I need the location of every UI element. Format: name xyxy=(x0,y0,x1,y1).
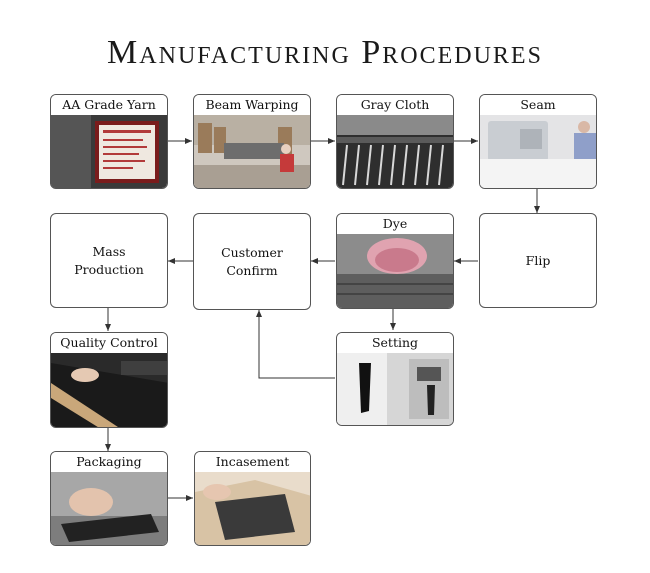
step-label-line-1: Mass xyxy=(92,243,126,259)
step-packaging: Packaging xyxy=(50,451,168,546)
step-label: Customer Confirm xyxy=(198,244,306,280)
step-label: Dye xyxy=(337,214,453,234)
step-quality-control: Quality Control xyxy=(50,332,168,428)
yarn-photo xyxy=(51,115,167,188)
quality-control-photo xyxy=(51,353,167,427)
step-gray-cloth: Gray Cloth xyxy=(336,94,454,189)
step-flip: Flip xyxy=(479,213,597,308)
incasement-photo xyxy=(195,472,310,545)
step-label-line-1: Customer xyxy=(221,244,283,260)
step-label: Packaging xyxy=(51,452,167,472)
step-label: Beam Warping xyxy=(194,95,310,115)
packaging-photo xyxy=(51,472,167,545)
step-label: Setting xyxy=(337,333,453,353)
step-label: AA Grade Yarn xyxy=(51,95,167,115)
step-aa-grade-yarn: AA Grade Yarn xyxy=(50,94,168,189)
step-beam-warping: Beam Warping xyxy=(193,94,311,189)
step-dye: Dye xyxy=(336,213,454,309)
step-label: Incasement xyxy=(195,452,310,472)
step-label: Quality Control xyxy=(51,333,167,353)
beam-warping-photo xyxy=(194,115,310,188)
step-seam: Seam xyxy=(479,94,597,189)
step-label: Seam xyxy=(480,95,596,115)
arrow-setting-to-confirm xyxy=(256,310,335,379)
gray-cloth-photo xyxy=(337,115,453,188)
step-label-line-1: Flip xyxy=(525,252,551,268)
step-label-line-2: Confirm xyxy=(226,262,278,278)
dye-photo xyxy=(337,234,453,308)
seam-photo xyxy=(480,115,596,188)
step-customer-confirm: Customer Confirm xyxy=(193,213,311,310)
step-incasement: Incasement xyxy=(194,451,311,546)
step-label: Mass Production xyxy=(55,243,163,279)
step-mass-production: Mass Production xyxy=(50,213,168,308)
step-label-line-2: Production xyxy=(74,261,144,277)
step-label: Gray Cloth xyxy=(337,95,453,115)
step-label: Flip xyxy=(484,252,592,270)
diagram-title: Manufacturing Procedures xyxy=(107,34,543,71)
setting-photo xyxy=(337,353,453,425)
step-setting: Setting xyxy=(336,332,454,426)
